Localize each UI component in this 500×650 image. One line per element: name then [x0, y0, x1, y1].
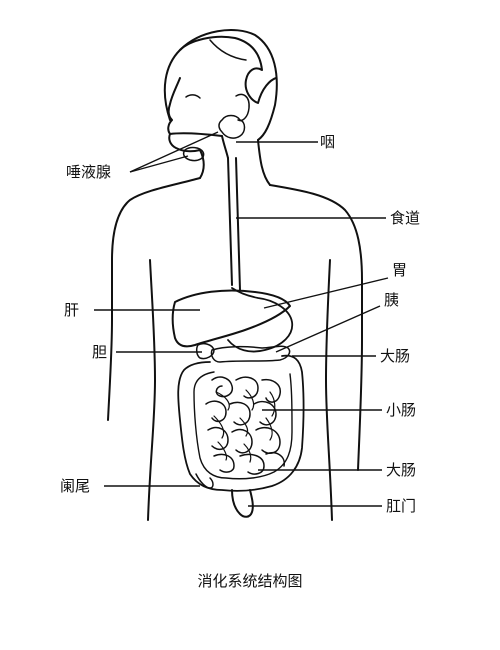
hair [179, 35, 277, 104]
label-gallbladder: 胆 [92, 343, 108, 361]
large-intestine-inner [193, 371, 293, 480]
liver-outline [171, 289, 291, 348]
leader-pancreas [275, 305, 381, 353]
stomach-outline [227, 287, 294, 353]
mouth-cavity [169, 132, 223, 137]
hair-detail [209, 39, 247, 61]
eye [185, 94, 201, 99]
salivary-gland-lower [182, 146, 205, 162]
head-outline [163, 29, 278, 141]
small-intestine-fill [213, 389, 276, 463]
leader-stomach [263, 277, 389, 309]
pharynx-outline [221, 135, 229, 159]
appendix-outline [195, 473, 214, 489]
large-intestine-frame [177, 354, 305, 492]
rectum-outline [231, 489, 254, 518]
label-pancreas: 胰 [384, 291, 400, 309]
neck-front [199, 149, 205, 179]
label-esophagus: 食道 [390, 209, 421, 227]
ear [235, 93, 250, 122]
diagram-caption: 消化系统结构图 [197, 572, 303, 590]
face-profile [167, 77, 201, 153]
label-small-intestine: 小肠 [386, 401, 417, 419]
label-anus: 肛门 [386, 497, 417, 515]
neck-back [257, 139, 271, 186]
leader-salivary-upper [129, 131, 219, 173]
salivary-gland-upper [218, 114, 246, 139]
right-torso-side [325, 259, 333, 521]
esophagus-left [227, 157, 233, 286]
label-large-intestine-lower: 大肠 [386, 461, 417, 479]
label-appendix: 阑尾 [60, 477, 91, 495]
leader-salivary-lower [129, 155, 189, 173]
pancreas-outline [210, 345, 291, 363]
label-liver: 肝 [64, 301, 80, 319]
label-large-intestine-upper: 大肠 [380, 347, 411, 365]
small-intestine-coils [205, 376, 285, 475]
label-stomach: 胃 [392, 261, 408, 279]
label-pharynx: 咽 [320, 133, 336, 151]
left-torso-side [147, 259, 156, 521]
left-shoulder-arm [107, 177, 201, 421]
esophagus-right [235, 157, 241, 291]
label-salivary-glands: 唾液腺 [66, 163, 112, 181]
right-shoulder-arm [269, 184, 363, 471]
